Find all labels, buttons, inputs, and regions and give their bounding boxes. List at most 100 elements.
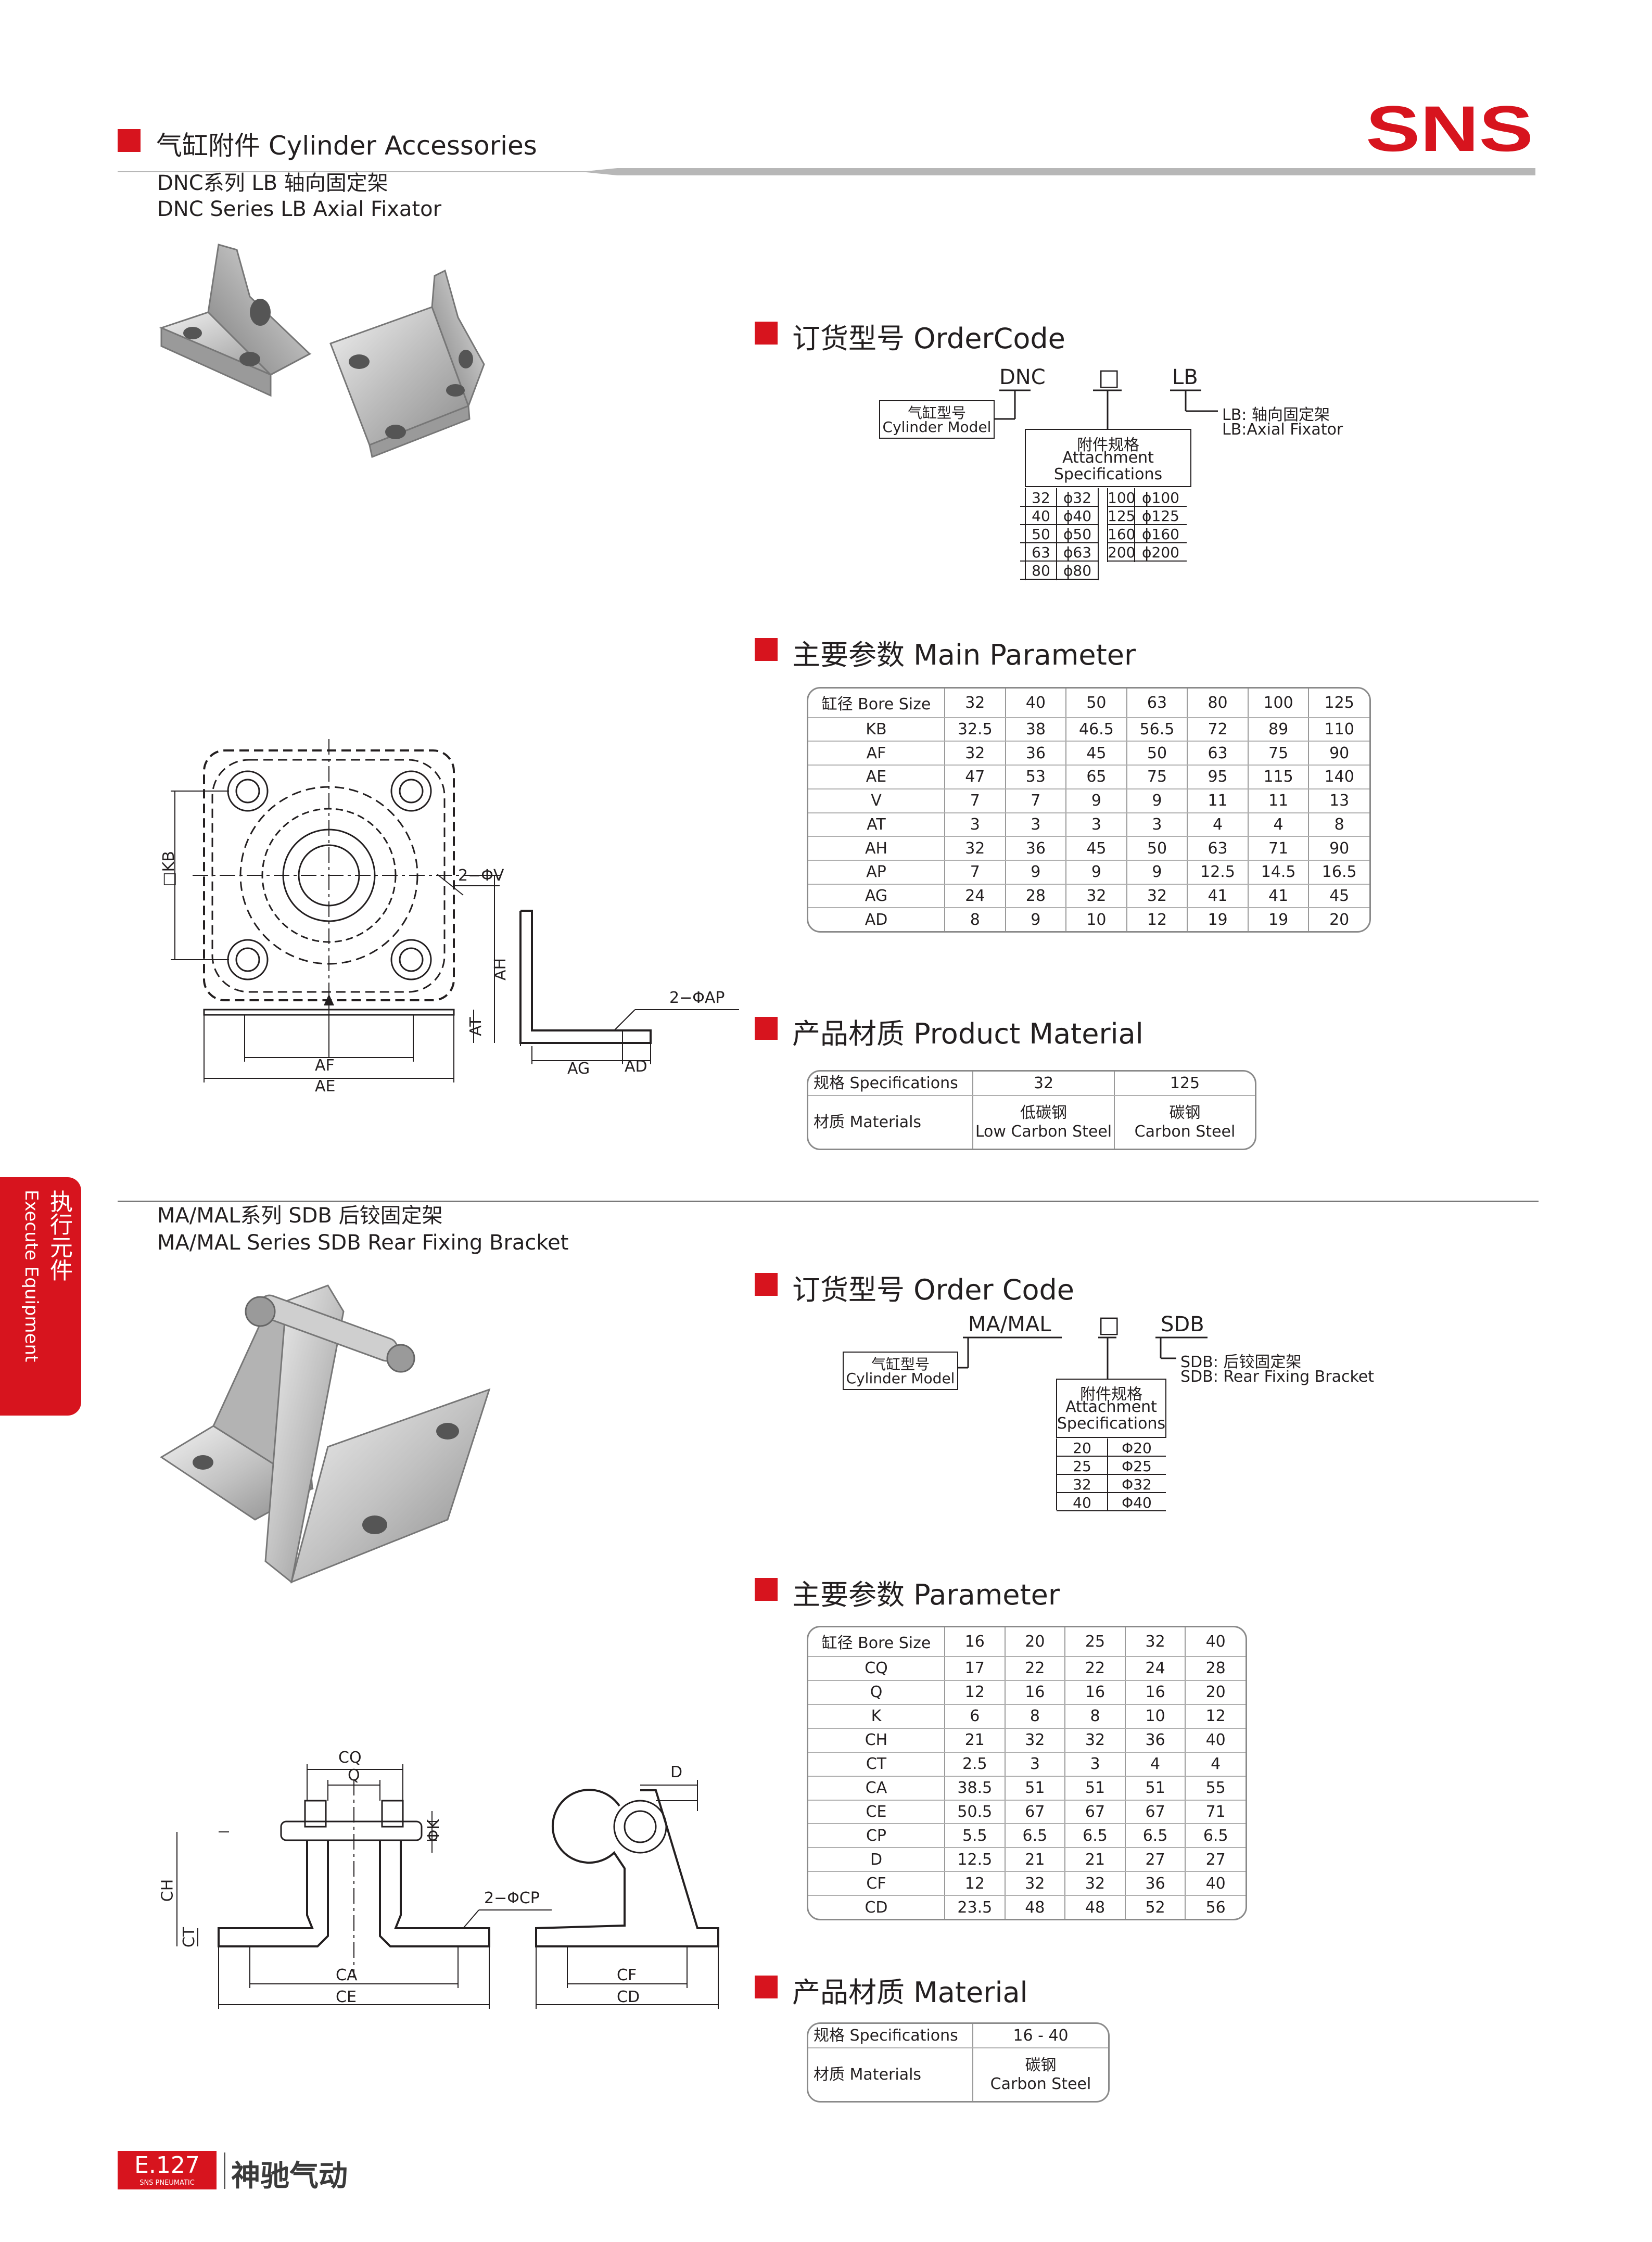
- lb-code-l3b: ϕ63: [1063, 544, 1092, 561]
- table-cell: 56: [1205, 1898, 1226, 1917]
- lb-suffix-desc-en: LB:Axial Fixator: [1222, 421, 1343, 439]
- lb-material-marker: [755, 1017, 778, 1040]
- table-cell: 38: [1005, 717, 1067, 742]
- material-cn: 碳钢: [1169, 1103, 1201, 1122]
- dim-cp: 2−ΦCP: [484, 1889, 540, 1907]
- lb-title-en: DNC Series LB Axial Fixator: [157, 197, 442, 221]
- table-cell: 51: [1065, 1776, 1126, 1801]
- dim-ca: CA: [336, 1966, 358, 1984]
- lb-code-r1a: 125: [1108, 507, 1136, 525]
- lb-order-marker: [755, 322, 778, 345]
- table-cell: 32.5: [945, 717, 1006, 742]
- footer-divider: [224, 2152, 225, 2189]
- table-cell: 90: [1308, 836, 1369, 861]
- dim-ae: AE: [315, 1077, 336, 1095]
- sdb-spec-en1: Attachment: [1065, 1398, 1157, 1416]
- material-label: 材质 Materials: [808, 2048, 973, 2101]
- lb-code-l4b: ϕ80: [1063, 562, 1092, 579]
- table-cell: 19: [1248, 908, 1310, 931]
- lb-code-r0a: 100: [1108, 489, 1136, 506]
- material-label: 材质 Materials: [808, 1095, 973, 1149]
- lb-model-en: Cylinder Model: [882, 418, 992, 436]
- table-cell: 45: [1066, 741, 1127, 766]
- table-cell: 40: [1185, 1627, 1246, 1657]
- table-cell: 12: [945, 1680, 1006, 1705]
- header-rule: [118, 168, 1535, 175]
- table-cell: 16: [1125, 1680, 1186, 1705]
- sdb-param-title: 主要参数 Parameter: [792, 1578, 1060, 1611]
- table-cell: 65: [1066, 765, 1127, 789]
- table-cell: 28: [1185, 1656, 1246, 1681]
- table-cell: 55: [1185, 1776, 1246, 1801]
- page-number-sub: SNS PNEUMATIC: [139, 2179, 195, 2187]
- table-cell: 140: [1308, 765, 1369, 789]
- material-en: Carbon Steel: [990, 2074, 1091, 2093]
- table-cell: 38.5: [945, 1776, 1006, 1801]
- table-cell: 90: [1308, 741, 1369, 766]
- table-cell: 36: [1125, 1728, 1186, 1753]
- material-cn: 低碳钢: [1020, 1103, 1067, 1122]
- footer-company: 神驰气动: [231, 2159, 348, 2193]
- spec-label: 规格 Specifications: [808, 2024, 973, 2048]
- table-cell: 32: [1005, 1871, 1066, 1896]
- lb-code-r1b: ϕ125: [1142, 507, 1179, 525]
- table-cell: V: [808, 788, 945, 813]
- table-cell: 12: [1185, 1704, 1246, 1729]
- dim-ah: AH: [491, 958, 510, 981]
- table-cell: 27: [1185, 1848, 1246, 1872]
- table-cell: 3: [1005, 812, 1067, 837]
- sdb-model-cn: 气缸型号: [871, 1356, 930, 1373]
- dim-af: AF: [315, 1056, 335, 1075]
- lb-code-l1a: 40: [1032, 507, 1050, 525]
- lb-material-title: 产品材质 Product Material: [792, 1017, 1143, 1050]
- table-row: 规格 Specifications 16 - 40: [808, 2024, 1108, 2048]
- sdb-code-prefix: MA/MAL: [968, 1313, 1051, 1336]
- table-cell: 6.5: [1185, 1824, 1246, 1849]
- table-cell: 25: [1065, 1627, 1126, 1657]
- table-cell: 47: [945, 765, 1006, 789]
- table-cell: 110: [1308, 717, 1369, 742]
- lb-code-l4a: 80: [1032, 562, 1050, 579]
- lb-code-r2a: 160: [1108, 526, 1136, 543]
- lb-order-title: 订货型号 OrderCode: [792, 322, 1065, 355]
- table-cell: 12.5: [945, 1848, 1006, 1872]
- material-en: Carbon Steel: [1134, 1122, 1236, 1141]
- table-cell: CQ: [808, 1656, 945, 1681]
- table-cell: 40: [1185, 1728, 1246, 1753]
- table-cell: 27: [1125, 1848, 1186, 1872]
- table-cell: KB: [808, 717, 945, 742]
- sdb-title-en: MA/MAL Series SDB Rear Fixing Bracket: [157, 1231, 569, 1255]
- table-row: 缸径 Bore Size 16 20 25 32 40: [808, 1627, 1246, 1657]
- lb-code-l0b: ϕ32: [1063, 489, 1092, 506]
- table-cell: 32: [1125, 1627, 1186, 1657]
- table-cell: 17: [945, 1656, 1006, 1681]
- sdb-model-en: Cylinder Model: [846, 1370, 955, 1387]
- table-cell: 32: [1065, 1728, 1126, 1753]
- table-cell: 32: [1065, 1871, 1126, 1896]
- table-cell: 22: [1065, 1656, 1126, 1681]
- table-cell: 63: [1187, 741, 1249, 766]
- table-cell: 56.5: [1126, 717, 1188, 742]
- table-cell: 80: [1187, 689, 1249, 718]
- table-cell: 10: [1125, 1704, 1186, 1729]
- table-cell: 32: [945, 741, 1006, 766]
- table-cell: 9: [1066, 860, 1127, 885]
- table-cell: 20: [1005, 1627, 1066, 1657]
- sdb-technical-drawing: CQ Q ΦK CH CT 2−ΦCP CA CE D CF CD: [156, 1749, 760, 2061]
- table-cell: 32: [1005, 1728, 1066, 1753]
- table-cell: CT: [808, 1752, 945, 1777]
- table-cell: 67: [1125, 1800, 1186, 1825]
- lb-code-r0b: ϕ100: [1142, 489, 1179, 506]
